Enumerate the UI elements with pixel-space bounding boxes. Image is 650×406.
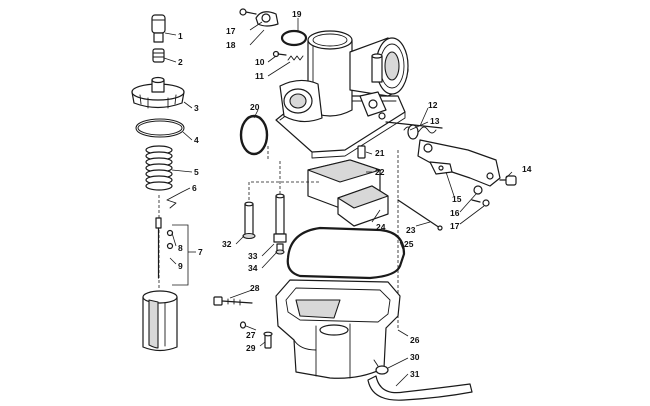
callout-32: 32	[222, 239, 232, 249]
part-5-spring	[145, 145, 173, 191]
part-11-spring	[287, 55, 304, 61]
callout-2: 2	[178, 57, 183, 67]
part-20-gasket-ring	[239, 114, 269, 156]
part-19-gasket	[280, 29, 308, 47]
part-24-float	[307, 159, 389, 227]
callout-20: 20	[250, 102, 260, 112]
callout-22: 22	[375, 167, 385, 177]
callout-27: 27	[246, 330, 256, 340]
part-33-main-jet	[273, 193, 287, 243]
callout-10: 10	[255, 57, 265, 67]
align-line-32	[248, 181, 320, 200]
callout-8: 8	[178, 243, 183, 253]
callout-12: 12	[428, 100, 438, 110]
callout-11: 11	[255, 71, 264, 81]
callout-17-right: 17	[450, 221, 460, 231]
part-10-screw	[272, 50, 287, 58]
bracket-7	[172, 224, 189, 286]
part-28-drain-screw	[213, 296, 253, 306]
part-29-screw	[263, 331, 273, 349]
callout-23: 23	[406, 225, 416, 235]
callout-5: 5	[194, 167, 199, 177]
callout-33: 33	[248, 251, 258, 261]
part-17-screw-right	[471, 199, 490, 207]
carburetor-body	[275, 30, 409, 159]
callout-31: 31	[410, 369, 420, 379]
part-30-clamp	[373, 359, 389, 375]
callout-17-top: 17	[226, 26, 236, 36]
callout-34: 34	[248, 263, 258, 273]
part-13-shaft	[385, 121, 443, 129]
part-4-o-ring	[135, 118, 185, 138]
callout-28: 28	[250, 283, 260, 293]
callout-1: 1	[178, 31, 183, 41]
callout-30: 30	[410, 352, 420, 362]
part-31-hose	[367, 375, 473, 401]
part-17-screw-top	[239, 8, 257, 16]
part-34-washer	[275, 243, 285, 255]
part-25-bowl-gasket	[286, 226, 406, 280]
callout-21: 21	[375, 148, 385, 158]
callout-24: 24	[376, 222, 386, 232]
throttle-slide	[142, 290, 178, 352]
callout-26: 26	[410, 335, 420, 345]
part-2-nut	[152, 48, 165, 63]
callout-6: 6	[192, 183, 197, 193]
part-6-clip	[166, 191, 183, 209]
leader-lines	[163, 18, 513, 387]
callout-25: 25	[404, 239, 414, 249]
callout-7: 7	[198, 247, 203, 257]
part-9-jet-needle	[155, 217, 174, 279]
part-27-o-ring	[239, 321, 247, 329]
part-32-needle-jet	[242, 201, 256, 240]
callout-labels: 1 2 3 4 5 6 7 8 9 10 11 12 13 14 15 16 1…	[178, 9, 532, 379]
callout-29: 29	[246, 343, 256, 353]
callout-14: 14	[522, 164, 532, 174]
callout-9: 9	[178, 261, 183, 271]
callout-4: 4	[194, 135, 199, 145]
part-26-float-bowl	[275, 279, 401, 379]
part-23-rod	[397, 199, 443, 231]
callout-3: 3	[194, 103, 199, 113]
part-14-screw	[499, 175, 517, 186]
part-21-pin	[357, 145, 366, 159]
callout-19: 19	[292, 9, 302, 19]
part-15-lever	[417, 139, 501, 187]
part-3-cap	[131, 76, 185, 109]
callout-18: 18	[226, 40, 236, 50]
callout-16: 16	[450, 208, 460, 218]
callout-15: 15	[452, 194, 462, 204]
callout-13: 13	[430, 116, 440, 126]
part-1-cable-adjuster	[151, 14, 166, 43]
part-16-washer	[473, 185, 483, 195]
